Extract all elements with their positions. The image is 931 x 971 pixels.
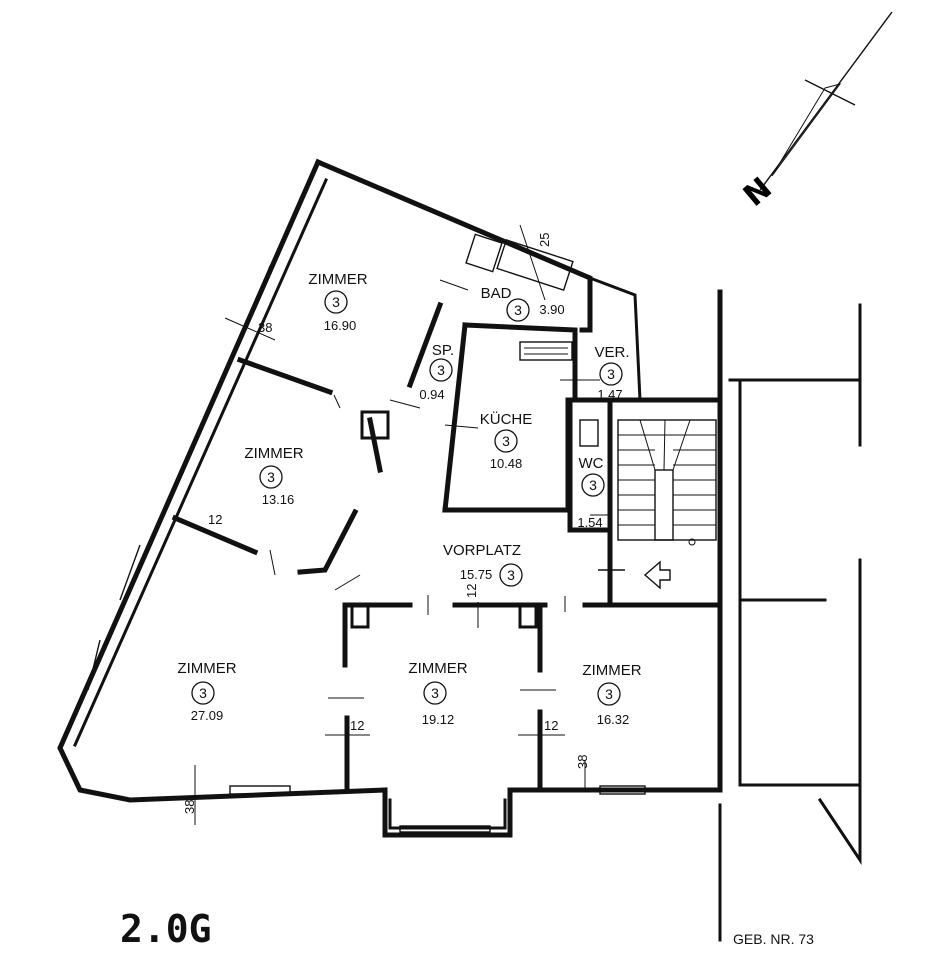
room-area: 16.32	[597, 712, 630, 727]
room-area: 27.09	[191, 708, 224, 723]
room-number: 3	[589, 477, 597, 493]
room-name: ZIMMER	[582, 662, 641, 679]
building-number: GEB. NR. 73	[733, 931, 814, 947]
room-area: 1.54	[577, 515, 602, 530]
room-area: 19.12	[422, 712, 455, 727]
dimension-label: 12	[544, 718, 558, 733]
dimension-label: 25	[537, 233, 552, 247]
interior-walls	[171, 301, 723, 793]
room-kueche: KÜCHE 3 10.48	[480, 410, 533, 471]
room-name: ZIMMER	[244, 445, 303, 462]
room-ver: VER. 3 1.47	[594, 344, 629, 402]
bath-fixtures	[465, 233, 599, 447]
room-name: SP.	[432, 342, 454, 359]
room-number: 3	[605, 686, 613, 702]
room-wc: WC 3 1.54	[577, 455, 605, 530]
room-name: ZIMMER	[177, 660, 236, 677]
room-zimmer-1: ZIMMER 3 16.90	[308, 271, 367, 333]
room-area: 3.90	[539, 302, 564, 317]
dimension-label: 12	[464, 584, 479, 598]
room-number: 3	[502, 433, 510, 449]
room-area: 16.90	[324, 318, 357, 333]
room-area: 15.75	[460, 567, 493, 582]
room-zimmer-2: ZIMMER 3 13.16	[244, 445, 303, 507]
room-bad: BAD 3 3.90	[481, 285, 565, 322]
room-name: WC	[579, 455, 604, 472]
room-name: BAD	[481, 285, 512, 302]
dimension-label: 38	[575, 755, 590, 769]
room-number: 3	[199, 685, 207, 701]
room-number: 3	[267, 469, 275, 485]
room-vorplatz: VORPLATZ 15.75 3	[443, 542, 523, 587]
room-number: 3	[332, 294, 340, 310]
north-symbol: N	[737, 171, 779, 214]
north-arrow-icon: N	[737, 11, 893, 214]
room-number: 3	[514, 302, 522, 318]
room-number: 3	[431, 685, 439, 701]
dimension-label: 12	[208, 512, 222, 527]
room-number: 3	[607, 366, 615, 382]
room-number: 3	[507, 567, 515, 583]
room-name: ZIMMER	[408, 660, 467, 677]
dimension-label: 38	[258, 320, 272, 335]
room-zimmer-4: ZIMMER 3 19.12	[408, 660, 467, 727]
floor-label: 2.0G	[120, 907, 212, 951]
windows	[87, 221, 646, 833]
entrance-arrow-icon	[598, 560, 671, 590]
dimension-label: 12	[350, 718, 364, 733]
room-zimmer-5: ZIMMER 3 16.32	[582, 662, 641, 727]
room-name: KÜCHE	[480, 410, 533, 428]
door-markers	[194, 224, 610, 825]
room-name: VER.	[594, 344, 629, 361]
room-area: 10.48	[490, 456, 523, 471]
room-sp: SP. 3 0.94	[419, 342, 454, 402]
room-zimmer-3: ZIMMER 3 27.09	[177, 660, 236, 723]
room-number: 3	[437, 362, 445, 378]
dimension-label: 38	[182, 800, 197, 814]
room-name: ZIMMER	[308, 271, 367, 288]
room-area: 13.16	[262, 492, 295, 507]
staircase	[617, 419, 717, 546]
room-area: 0.94	[419, 387, 444, 402]
outer-walls	[57, 158, 862, 942]
room-name: VORPLATZ	[443, 542, 521, 559]
room-area: 1.47	[597, 387, 622, 402]
dimension-labels: 25 38 12 12 12 12 38 38	[182, 233, 590, 814]
